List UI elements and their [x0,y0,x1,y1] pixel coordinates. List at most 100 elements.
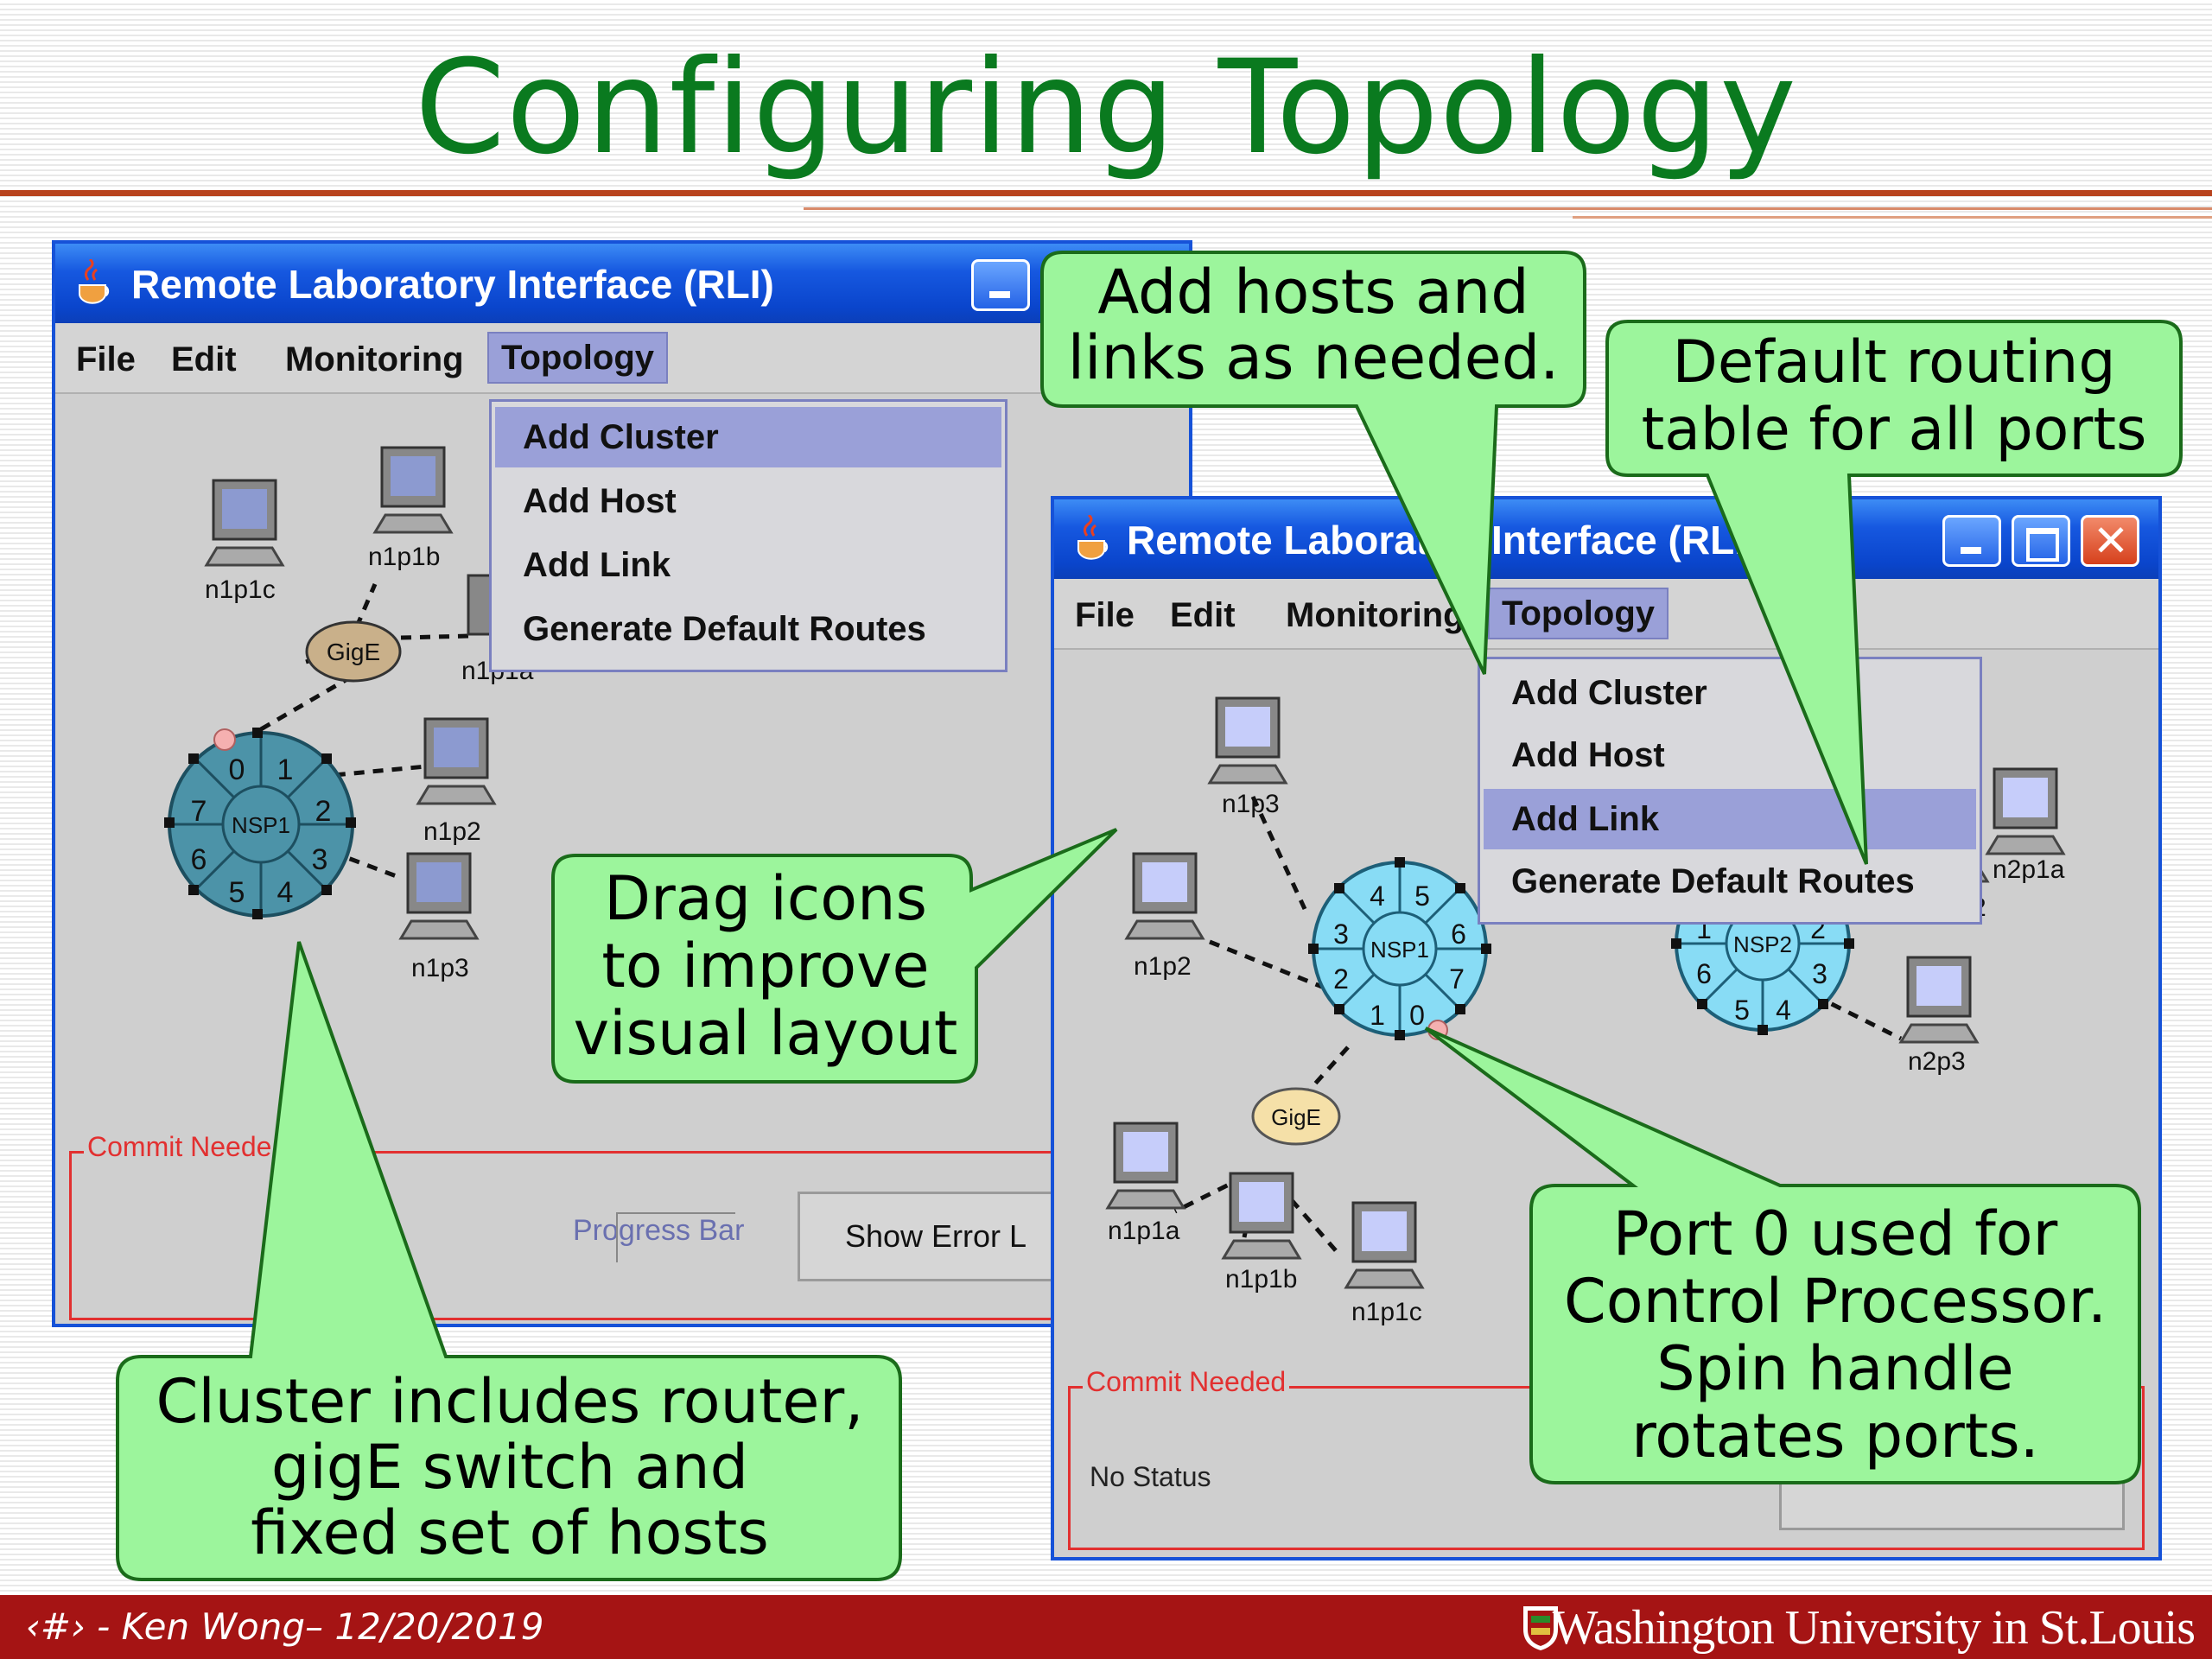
university-crest-icon [1523,1606,1558,1650]
host-n1p2[interactable]: n1p2 [1124,852,1205,981]
port-4: 4 [1776,995,1791,1026]
status-legend: Commit Needed [1083,1366,1290,1398]
callout-cluster: Cluster includes router, gigE switch and… [116,941,902,1581]
maximize-button[interactable] [2012,515,2070,567]
callout-line: Port 0 used for [1613,1198,2058,1269]
callout-line: to improve [601,931,929,1001]
port-1: 1 [277,753,294,786]
menu-edit[interactable]: Edit [171,340,237,378]
menu-monitoring[interactable]: Monitoring [285,340,464,378]
menu-item-add-link[interactable]: Add Link [1484,789,1976,849]
spin-handle[interactable] [213,728,236,751]
menu-monitoring[interactable]: Monitoring [1286,596,1465,634]
host-label: n1p2 [423,817,481,846]
menu-item-add-cluster[interactable]: Add Cluster [1511,674,1707,712]
port-0: 0 [229,753,245,786]
host-n2p3[interactable]: n2p3 [1898,956,1980,1076]
title-divider [0,190,2212,196]
close-icon: ✕ [2093,516,2129,566]
footer-university: Washington University in St.Louis [1552,1601,2196,1655]
callout-drag-icons: Drag icons to improve visual layout [551,828,1118,1084]
host-n1p2[interactable]: n1p2 [416,717,497,846]
port-6: 6 [1451,918,1466,950]
port-7: 7 [191,795,207,828]
status-legend: Commit Neede [84,1131,276,1163]
commit-status-panel: Commit Neede Progress Bar Show Error L [69,1131,1189,1320]
slide-title: Configuring Topology [415,33,1797,183]
host-n2p1a[interactable]: n2p1a [1985,767,2066,884]
host-n1p1b[interactable]: n1p1b [368,446,454,571]
java-cup-icon [79,259,110,304]
title-bar[interactable]: Remote Laborato Interface (RLI ✕ [1054,499,2158,579]
host-n1p3[interactable]: n1p3 [398,852,480,982]
callout-line: links as needed. [1068,322,1560,393]
router-label: NSP1 [1370,937,1429,963]
minimize-button[interactable] [971,259,1030,311]
host-label: n1p3 [1222,790,1280,818]
host-label: n1p1c [1351,1298,1422,1326]
window-title: Remote Laborato [1127,518,1454,563]
maximize-icon [2026,528,2059,562]
host-label: n1p3 [411,954,469,982]
minimize-icon [989,291,1010,298]
show-error-log-button[interactable]: Show Error L [798,1192,1074,1281]
router-label: NSP2 [1733,931,1792,957]
host-n1p1c[interactable]: n1p1c [204,479,285,604]
menu-topology[interactable]: Topology [487,332,668,384]
port-4: 4 [277,876,294,909]
menu-item-generate-default-routes[interactable]: Generate Default Routes [523,610,926,648]
port-6: 6 [191,843,207,876]
router-label: NSP1 [232,812,290,838]
menu-edit[interactable]: Edit [1170,596,1236,634]
menu-item-add-host[interactable]: Add Host [1511,736,1665,774]
callout-line: table for all ports [1642,396,2147,464]
menu-topology[interactable]: Topology [1488,588,1669,639]
close-button[interactable]: ✕ [2081,515,2139,567]
callout-line: gigE switch and [271,1432,748,1503]
window-title-tail: Interface (RLI [1491,518,1745,563]
menu-file[interactable]: File [1075,596,1135,634]
menu-file[interactable]: File [76,340,136,378]
port-2: 2 [315,795,332,828]
callout-line: Spin handle [1656,1333,2014,1404]
slide-footer: ‹#› - Ken Wong– 12/20/2019 Washington Un… [0,1595,2212,1659]
port-2: 2 [1333,963,1349,995]
menu-bar: File Edit Monitoring Topology [1054,579,2158,650]
menu-bar: File Edit Monitoring Topology [55,323,1189,394]
host-n1p1b[interactable]: n1p1b [1221,1172,1302,1294]
topology-canvas[interactable]: n1p3 n1p2 n1p1a n1p1b n1p1c [1054,650,2158,1350]
minimize-button[interactable] [1942,515,2001,567]
switch-label: GigE [327,639,380,665]
host-n1p1a[interactable]: n1p1a [1105,1122,1186,1245]
topology-dropdown: Add Cluster Add Host Add Link Generate D… [489,399,1007,672]
menu-item-add-cluster[interactable]: Add Cluster [495,407,1001,467]
port-5: 5 [1734,995,1750,1026]
callout-line: Drag icons [604,863,927,934]
callout-line: Cluster includes router, [156,1366,863,1437]
gige-switch[interactable]: GigE [1251,1087,1341,1146]
host-n1p3[interactable]: n1p3 [1207,696,1288,818]
progress-bar-track [616,1212,735,1262]
host-label: n1p1b [368,543,440,571]
switch-label: GigE [1271,1104,1321,1130]
callout-default-routing: Default routing table for all ports [1605,320,2183,865]
callout-line: Add hosts and [1097,257,1529,327]
title-bar[interactable]: Remote Laboratory Interface (RLI) [55,244,1189,323]
host-n1p1c[interactable]: n1p1c [1344,1201,1425,1326]
router-nsp1[interactable]: NSP1 0 1 2 3 4 5 6 7 [1308,857,1491,1040]
host-label: n1p1c [205,575,276,604]
menu-item-generate-default-routes[interactable]: Generate Default Routes [1511,862,1915,900]
port-7: 7 [1449,963,1465,995]
port-4: 4 [1370,880,1385,912]
callout-line: Control Processor. [1564,1266,2107,1337]
gige-switch[interactable]: GigE [305,620,402,683]
callout-line: visual layout [574,998,958,1069]
router-nsp1[interactable]: NSP1 0 1 2 3 4 5 6 7 [164,728,356,919]
title-divider-thin [804,207,2212,210]
menu-item-add-link[interactable]: Add Link [523,546,671,584]
menu-item-add-host[interactable]: Add Host [523,482,677,520]
port-5: 5 [1414,880,1430,912]
host-label: n1p2 [1134,952,1192,981]
progress-bar: Progress Bar [573,1214,745,1247]
callout-add-hosts: Add hosts and links as needed. [1040,251,1586,675]
